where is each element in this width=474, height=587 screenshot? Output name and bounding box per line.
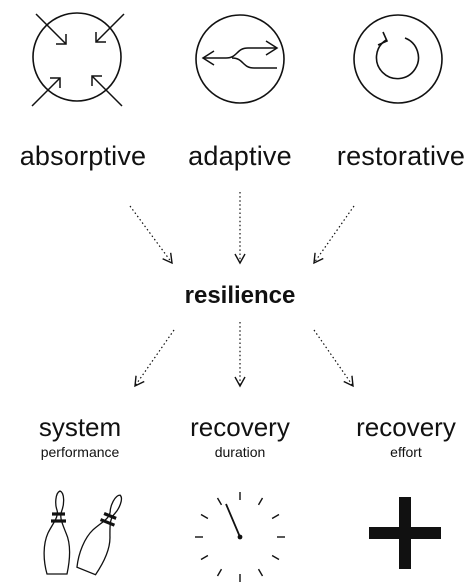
bowling-pins-icon <box>43 490 123 576</box>
adapt-arrows-icon <box>195 14 285 104</box>
absorb-arrows-icon <box>31 12 125 107</box>
outcome-sublabel-performance: performance <box>40 444 120 460</box>
restore-loop-icon <box>353 14 443 104</box>
outcome-label-system: system <box>38 412 122 442</box>
clock-icon <box>195 492 285 582</box>
arrow-restorative-to-resilience <box>313 205 355 265</box>
arrow-absorptive-to-resilience <box>129 205 173 265</box>
capacity-label-adaptive: adaptive <box>188 141 292 171</box>
arrow-resilience-to-effort <box>313 329 354 388</box>
plus-icon <box>369 497 441 569</box>
outcome-label-recovery-duration: recovery <box>190 412 290 442</box>
outcome-sublabel-effort: effort <box>390 444 422 460</box>
capacity-label-restorative: restorative <box>336 141 466 171</box>
center-label-resilience: resilience <box>184 282 296 309</box>
outcome-label-recovery-effort: recovery <box>356 412 456 442</box>
outcome-sublabel-duration: duration <box>214 444 266 460</box>
arrow-resilience-to-performance <box>134 329 175 388</box>
capacity-label-absorptive: absorptive <box>19 141 147 171</box>
